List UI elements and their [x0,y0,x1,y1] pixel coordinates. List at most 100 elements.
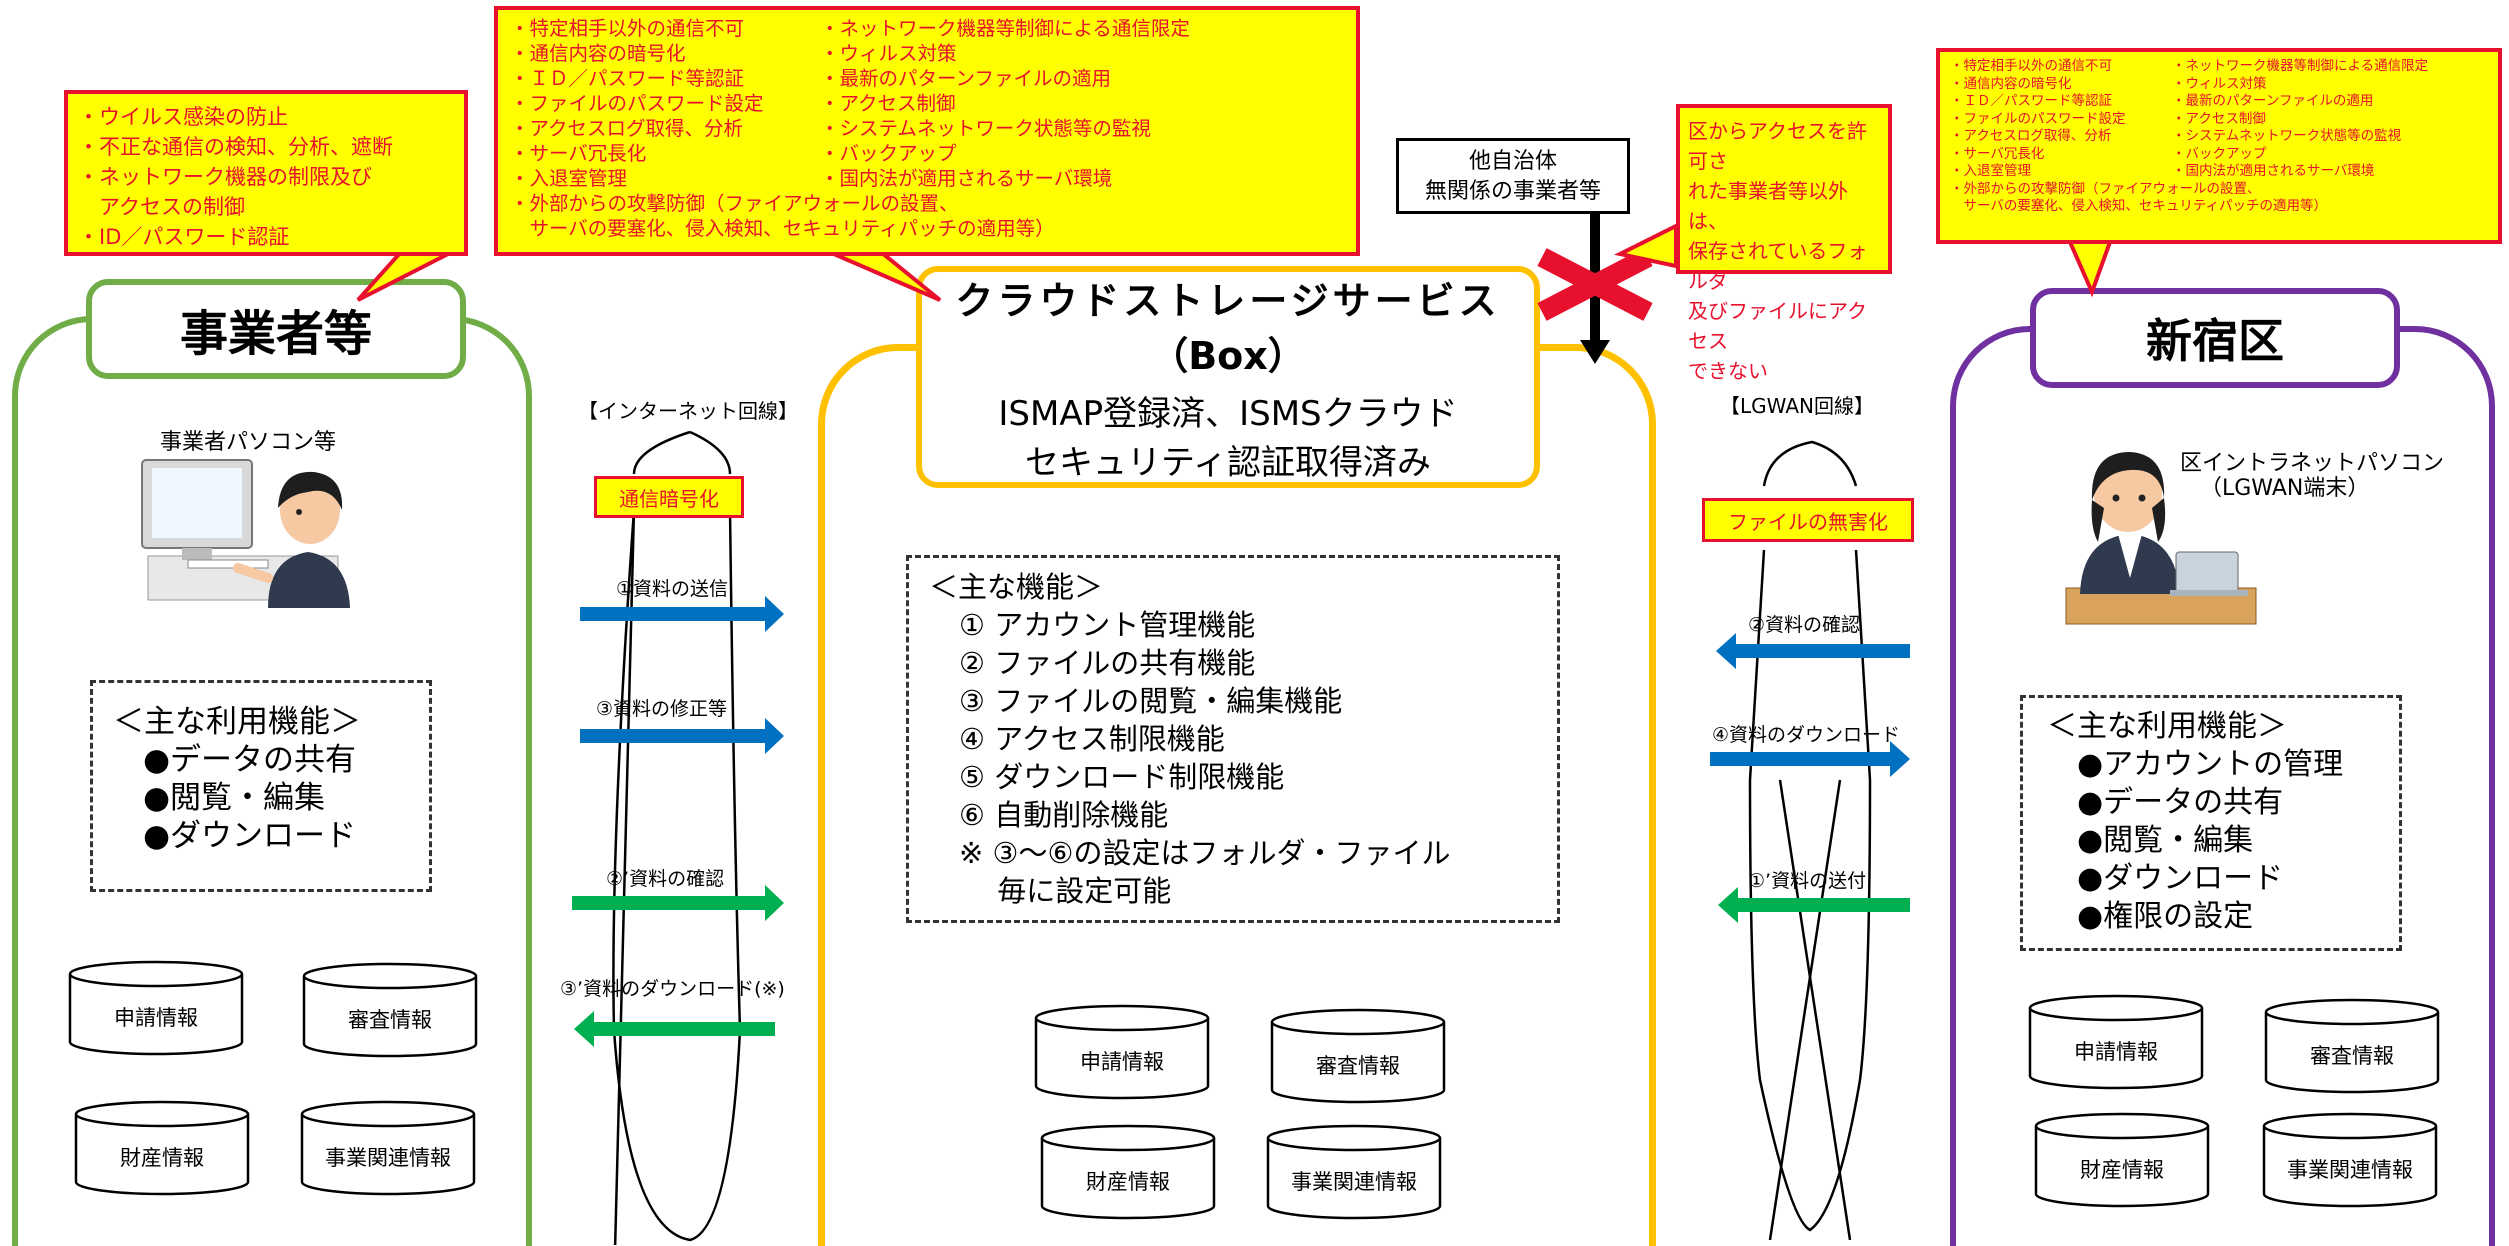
callout-line: ・サーバ冗長化 [510,142,647,165]
flow-check-label: ②資料の確認 [1748,614,1861,636]
db-business-info: 事業関連情報 [1266,1124,1442,1220]
business-pc-illustration [141,459,350,608]
shinjuku-pc-label-1: 区イントラネットパソコン [2180,451,2445,476]
db-property-info: 財産情報 [74,1100,250,1196]
callout-shinjuku-security: ・特定相手以外の通信不可 ・通信内容の暗号化 ・ＩＤ／パスワード等認証 ・ファイ… [1936,48,2502,244]
blocked-access-arrow [1537,212,1653,364]
cloud-feature-note: ※ ③～⑥の設定はフォルダ・ファイル [959,836,1451,870]
callout-line: サーバの要塞化、侵入検知、セキュリティパッチの適用等） [510,217,1055,240]
encryption-label: 通信暗号化 [594,476,744,518]
flow-send-back-label: ①’資料の送付 [1748,870,1867,892]
db-review-info: 審査情報 [1270,1008,1446,1104]
callout-line: ・ウイルス感染の防止 [78,105,288,129]
callout-line: ・システムネットワーク状態等の監視 [2172,128,2402,144]
callout-line: ・ファイルのパスワード設定 [1950,110,2126,127]
sanitize-label: ファイルの無害化 [1702,498,1914,542]
cloud-features-box: ＜主な機能＞ ① アカウント管理機能 ② ファイルの共有機能 ③ ファイルの閲覧… [906,555,1560,923]
lgwan-line-loops [1748,440,1872,1240]
flow-revise-label: ③資料の修正等 [596,698,728,720]
callout-pointers [356,222,2113,302]
cloud-feature-item: ⑥ 自動削除機能 [959,798,1169,832]
callout-line: ・外部からの攻撃防御（ファイアウォールの設置、 [510,192,959,215]
callout-line: ・アクセスログ取得、分析 [1950,128,2112,144]
cloud-feature-item: ② ファイルの共有機能 [959,646,1256,680]
shinjuku-features-box: ＜主な利用機能＞ ●アカウントの管理 ●データの共有 ●閲覧・編集 ●ダウンロー… [2020,695,2402,951]
callout-line: 保存されているフォルダ [1688,239,1868,293]
callout-cloud-security: ・特定相手以外の通信不可 ・通信内容の暗号化 ・ＩＤ／パスワード等認証 ・ファイ… [494,6,1360,256]
callout-line: ・サーバ冗長化 [1950,145,2045,162]
callout-line: ・国内法が適用されるサーバ環境 [2172,163,2375,179]
db-label: 審査情報 [1316,1054,1400,1078]
callout-line: ・外部からの攻撃防御（ファイアウォールの設置、 [1950,180,2261,197]
callout-line: ・入退室管理 [510,167,628,190]
callout-line: ・バックアップ [820,142,957,165]
internet-line-label: 【インターネット回線】 [578,399,798,423]
shinjuku-feature-item: ●アカウントの管理 [2077,747,2344,782]
callout-line: 区からアクセスを許可さ [1688,119,1867,173]
cloud-feature-item: ③ ファイルの閲覧・編集機能 [959,684,1343,718]
callout-line: ・システムネットワーク状態等の監視 [820,117,1151,140]
db-label: 審査情報 [348,1008,432,1032]
callout-line: ・ＩＤ／パスワード等認証 [510,67,745,90]
db-review-info: 審査情報 [302,962,478,1058]
db-property-info: 財産情報 [1040,1124,1216,1220]
callout-line: ・ネットワーク機器の制限及び [78,165,372,189]
db-business-info: 事業関連情報 [2262,1112,2438,1208]
callout-business-security: ・ウイルス感染の防止 ・不正な通信の検知、分析、遮断 ・ネットワーク機器の制限及… [64,90,468,256]
shinjuku-feature-item: ●閲覧・編集 [2077,823,2254,858]
external-party-line1: 他自治体 [1468,149,1557,174]
db-property-info: 財産情報 [2034,1112,2210,1208]
external-party-line2: 無関係の事業者等 [1424,179,1601,204]
business-pc-label: 事業者パソコン等 [160,430,337,455]
callout-line: ・最新のパターンファイルの適用 [2172,93,2374,109]
callout-line: ・入退室管理 [1950,163,2031,179]
db-label: 審査情報 [2310,1044,2394,1068]
callout-line: ・ウィルス対策 [820,42,957,65]
callout-line: ・アクセス制御 [820,92,956,115]
shinjuku-title: 新宿区 [2030,288,2400,388]
lgwan-line-label: 【LGWAN回線】 [1720,394,1874,418]
callout-line: できない [1688,359,1768,383]
callout-line: ・ウィルス対策 [2172,75,2267,92]
callout-line: ・ネットワーク機器等制御による通信限定 [2172,58,2429,74]
business-features-box: ＜主な利用機能＞ ●データの共有 ●閲覧・編集 ●ダウンロード [90,680,432,892]
cloud-cert-line1: ISMAP登録済、ISMSクラウド [998,394,1458,434]
shinjuku-feature-item: ●権限の設定 [2077,899,2254,934]
callout-line: ・不正な通信の検知、分析、遮断 [78,135,393,159]
db-label: 財産情報 [2080,1158,2164,1182]
callout-line: アクセスの制御 [78,195,245,219]
callout-line: ・特定相手以外の通信不可 [510,17,745,40]
shinjuku-features-heading: ＜主な利用機能＞ [2047,709,2287,744]
cloud-feature-item: ⑤ ダウンロード制限機能 [959,760,1285,794]
db-label: 申請情報 [1080,1050,1164,1074]
business-feature-item: ●閲覧・編集 [143,780,326,816]
callout-line: ・ネットワーク機器等制御による通信限定 [820,17,1190,40]
cloud-feature-note: 毎に設定可能 [959,874,1172,908]
db-label: 申請情報 [114,1006,198,1030]
callout-line: ・ファイルのパスワード設定 [510,92,764,115]
flow-lgwan-download-label: ④資料のダウンロード [1712,724,1901,746]
db-label: 財産情報 [1086,1170,1170,1194]
callout-line: ・最新のパターンファイルの適用 [820,67,1111,90]
business-feature-item: ●データの共有 [143,742,357,778]
shinjuku-feature-item: ●ダウンロード [2077,861,2284,896]
callout-line: ・ＩＤ／パスワード等認証 [1950,93,2112,109]
cloud-feature-item: ① アカウント管理機能 [959,608,1256,642]
db-application-info: 申請情報 [1034,1004,1210,1100]
callout-line: サーバの要塞化、侵入検知、セキュリティパッチの適用等） [1950,198,2328,214]
cloud-cert-line2: セキュリティ認証取得済み [1025,443,1431,483]
callout-line: れた事業者等以外は、 [1688,179,1848,233]
flow-download-label: ③’資料のダウンロード(※) [560,978,785,1000]
callout-access-denied: 区からアクセスを許可さ れた事業者等以外は、 保存されているフォルダ 及びファイ… [1676,104,1892,383]
cloud-title: クラウドストレージサービス [955,279,1501,323]
db-label: 事業関連情報 [2287,1158,2413,1182]
flow-confirm-label: ②’資料の確認 [606,868,725,890]
shinjuku-feature-item: ●データの共有 [2077,785,2284,820]
callout-line: ・通信内容の暗号化 [510,42,686,65]
callout-line: ・ID／パスワード認証 [78,225,290,249]
cloud-features-heading: ＜主な機能＞ [929,570,1104,604]
business-feature-item: ●ダウンロード [143,818,357,854]
cloud-title-box: クラウドストレージサービス （Box） ISMAP登録済、ISMSクラウド セキ… [916,266,1540,488]
external-party-box: 他自治体 無関係の事業者等 [1396,138,1630,214]
callout-line: 及びファイルにアクセス [1688,299,1867,353]
